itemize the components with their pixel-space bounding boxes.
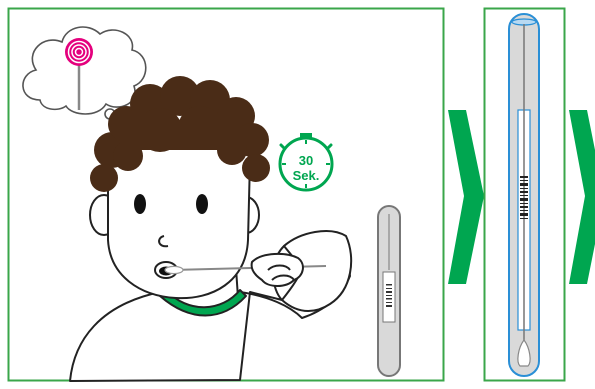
panel-2 [485, 9, 565, 381]
right-eye [196, 194, 208, 214]
timer-value: 30 [299, 153, 313, 168]
test-tube-icon [509, 14, 539, 376]
panel-1: 30 Sek. [9, 9, 444, 382]
arrow-right-icon [569, 110, 595, 284]
test-tube-icon [378, 206, 400, 376]
left-eye [134, 194, 146, 214]
arrow-right-icon [448, 110, 484, 284]
timer-unit: Sek. [293, 168, 320, 183]
